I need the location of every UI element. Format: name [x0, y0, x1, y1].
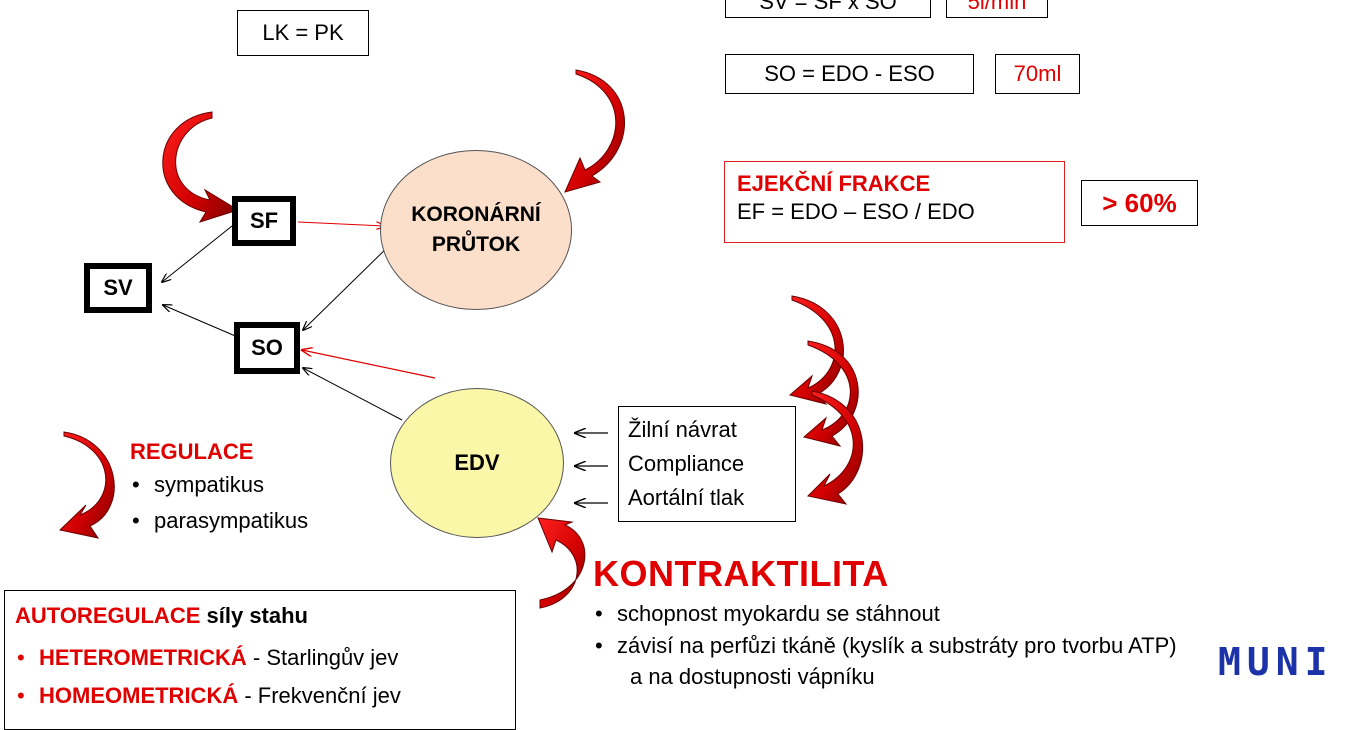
list-item: HETEROMETRICKÁ - Starlingův jev: [15, 639, 515, 677]
factor-item: Compliance: [628, 451, 745, 476]
coronary-line2: PRŮTOK: [431, 233, 521, 256]
list-item: HOMEOMETRICKÁ - Frekvenční jev: [15, 677, 515, 715]
autoregulation-list: HETEROMETRICKÁ - Starlingův jev HOMEOMET…: [15, 639, 515, 715]
node-sf-label: SF: [249, 208, 279, 233]
so-value-text: 70ml: [1013, 61, 1062, 86]
autoregulation-title-red: AUTOREGULACE: [15, 603, 201, 628]
formula-so: SO = EDO - ESO: [725, 54, 974, 94]
formula-sv-text: SV = SF x SO: [759, 0, 897, 14]
ef-value-text: > 60%: [1102, 187, 1177, 218]
node-edv-label: EDV: [454, 450, 500, 475]
curl-arrow-contractility: [537, 517, 586, 609]
node-coronary-flow: KORONÁRNÍ PRŮTOK: [380, 150, 572, 310]
autoregulation-desc: - Starlingův jev: [252, 645, 399, 670]
formula-sv: SV = SF x SO: [725, 0, 931, 18]
list-item: sympatikus: [130, 467, 308, 503]
curl-arrow-regulation: [58, 431, 115, 539]
list-item: závisí na perfůzi tkáně (kyslík a substr…: [593, 630, 1177, 662]
formula-lk-pk: LK = PK: [237, 10, 369, 56]
autoregulation-title-black: síly stahu: [206, 603, 308, 628]
formula-so-text: SO = EDO - ESO: [764, 61, 935, 86]
curl-arrow-edv-2: [802, 340, 859, 447]
contractility-block: KONTRAKTILITA schopnost myokardu se stáh…: [593, 552, 1177, 692]
autoregulation-box: AUTOREGULACE síly stahu HETEROMETRICKÁ -…: [4, 590, 516, 730]
node-sv-label: SV: [103, 275, 133, 300]
formula-lk-pk-text: LK = PK: [262, 20, 344, 45]
arrow-edv-so: [303, 368, 403, 421]
autoregulation-title: AUTOREGULACE síly stahu: [15, 601, 515, 631]
contractility-title: KONTRAKTILITA: [593, 553, 889, 594]
curl-arrow-edv-1: [788, 295, 844, 405]
autoregulation-term: HOMEOMETRICKÁ: [39, 683, 239, 708]
regulation-title: REGULACE: [130, 439, 254, 464]
formula-sv-value: 5l/min: [946, 0, 1048, 18]
curl-arrow-coronary: [564, 69, 625, 193]
ef-title: EJEKČNÍ FRAKCE: [737, 171, 931, 196]
arrow-so-sv: [163, 305, 241, 339]
node-sv: SV: [84, 263, 152, 313]
factor-item: Aortální tlak: [628, 485, 745, 510]
curl-arrow-sf: [162, 111, 240, 223]
curl-arrow-edv-3: [806, 390, 864, 505]
arrow-sf-coronary: [297, 221, 385, 226]
muni-logo: MUNI: [1218, 640, 1334, 684]
arrow-edv-so-red: [302, 350, 436, 379]
regulation-block: REGULACE sympatikus parasympatikus: [130, 437, 308, 539]
muni-logo-text: MUNI: [1218, 640, 1334, 684]
ef-value-box: > 60%: [1081, 180, 1198, 226]
coronary-line1: KORONÁRNÍ: [411, 203, 541, 226]
formula-so-value: 70ml: [995, 54, 1080, 94]
node-sf: SF: [232, 196, 296, 246]
node-so: SO: [234, 322, 300, 374]
contractility-list: schopnost myokardu se stáhnout závisí na…: [593, 598, 1177, 662]
arrow-coronary-so: [303, 239, 396, 330]
node-so-label: SO: [251, 335, 283, 360]
ejection-fraction-box: EJEKČNÍ FRAKCE EF = EDO – ESO / EDO: [724, 161, 1065, 243]
regulation-list: sympatikus parasympatikus: [130, 467, 308, 539]
list-item: parasympatikus: [130, 503, 308, 539]
sv-value-text: 5l/min: [967, 0, 1027, 14]
autoregulation-desc: - Frekvenční jev: [244, 683, 401, 708]
ef-formula: EF = EDO – ESO / EDO: [737, 199, 975, 224]
factor-item: Žilní návrat: [628, 417, 737, 442]
autoregulation-term: HETEROMETRICKÁ: [39, 645, 247, 670]
contractility-continuation: a na dostupnosti vápníku: [630, 664, 875, 689]
node-edv: EDV: [390, 388, 564, 538]
list-item: schopnost myokardu se stáhnout: [593, 598, 1177, 630]
arrow-sf-sv: [162, 225, 233, 282]
edv-factors-box: Žilní návrat Compliance Aortální tlak: [618, 406, 796, 522]
